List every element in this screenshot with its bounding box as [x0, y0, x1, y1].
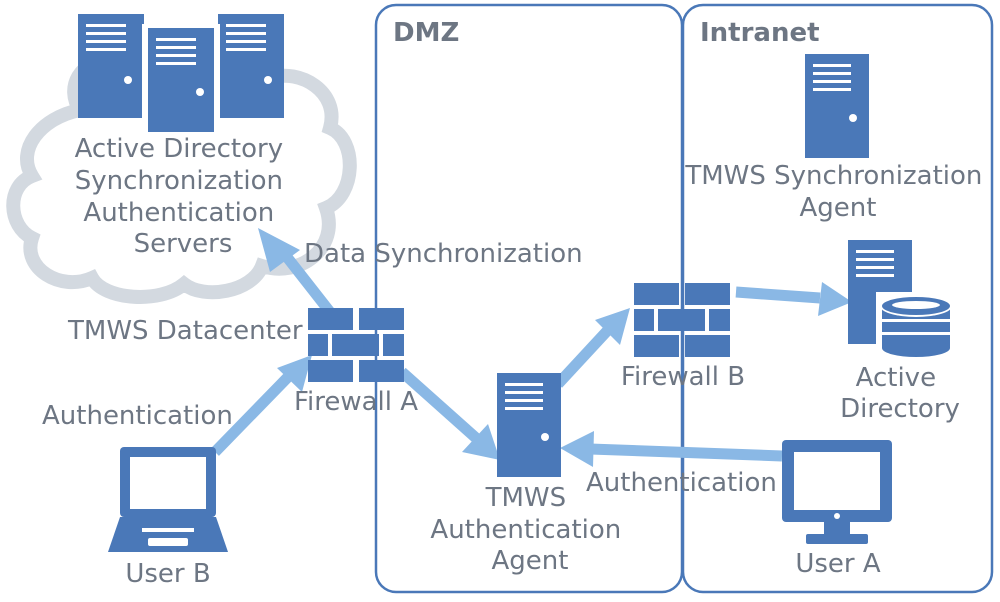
user-a-label: User A: [795, 549, 881, 579]
agent-to-firewall-b-arrow: [553, 308, 630, 388]
firewall-icon: [308, 308, 404, 382]
auth-user-b-label: Authentication: [42, 401, 233, 431]
intranet-zone-title: Intranet: [700, 18, 820, 48]
active-directory-label: Active Directory: [840, 363, 960, 424]
sync-agent-label: TMWS Synchronization Agent: [684, 161, 990, 223]
server-icon: [805, 54, 869, 158]
datacenter-label: TMWS Datacenter: [67, 316, 303, 346]
data-sync-label: Data Synchronization: [304, 239, 583, 269]
server-icon: [497, 373, 561, 477]
auth-agent-label: TMWS Authentication Agent: [430, 483, 629, 576]
user-b-label: User B: [125, 559, 210, 589]
monitor-icon: [782, 440, 892, 544]
dmz-zone-title: DMZ: [393, 18, 459, 48]
cloud-servers-label: Active Directory Synchronization Authent…: [75, 134, 292, 259]
auth-user-a-arrow: [560, 431, 783, 467]
server-icon: [218, 14, 284, 118]
auth-user-a-label: Authentication: [586, 468, 777, 498]
firewall-a-to-agent-arrow: [398, 367, 500, 460]
data-sync-arrow: [258, 228, 335, 316]
database-server-icon: [848, 240, 956, 360]
firewall-icon: [634, 283, 730, 357]
firewall-a-label: Firewall A: [294, 387, 418, 417]
server-icon: [78, 14, 144, 118]
laptop-icon: [108, 447, 228, 552]
auth-user-b-arrow: [211, 355, 312, 456]
firewall-b-to-ad-arrow: [735, 282, 852, 316]
firewall-b-label: Firewall B: [621, 362, 745, 392]
server-icon: [142, 24, 220, 136]
intranet-zone: [681, 3, 994, 594]
